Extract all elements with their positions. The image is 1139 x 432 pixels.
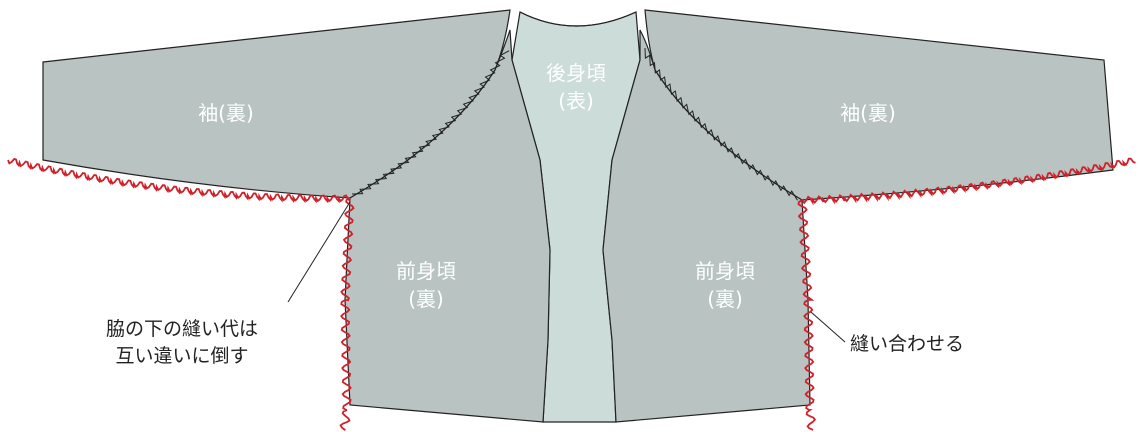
left-callout-line2: 互い違いに倒す [115,345,248,367]
seam-stitching [7,157,1136,431]
right-callout-line [810,311,846,343]
back-neckline [519,11,637,27]
right-armhole-zigzag [644,47,798,201]
right-sleeve-seam-stitch [801,157,1136,206]
left-armhole-zigzag [351,50,510,195]
right-armhole-overlock [644,47,798,201]
left-front-bodice [344,29,551,423]
right-front-label-line1: 前身頃 [695,259,755,283]
back-bodice-label-line2: (表) [558,89,594,113]
left-armhole-overlock [351,50,510,195]
left-sleeve-seam-stitch [7,157,351,204]
left-side-seam-stitch [339,197,355,431]
left-callout-line1: 脇の下の縫い代は [106,318,258,340]
right-sleeve-label: 袖(裏) [840,101,896,125]
left-front-label-line1: 前身頃 [396,259,456,283]
right-side-seam-stitch [797,199,817,431]
left-sleeve-label: 袖(裏) [198,101,254,125]
right-front-label-line2: (裏) [707,287,743,311]
back-bodice-label-line1: 後身頃 [546,61,606,85]
right-front-bodice [602,29,811,423]
left-front-label-line2: (裏) [408,287,444,311]
right-callout: 縫い合わせる [850,333,964,355]
left-callout-line [287,201,351,303]
